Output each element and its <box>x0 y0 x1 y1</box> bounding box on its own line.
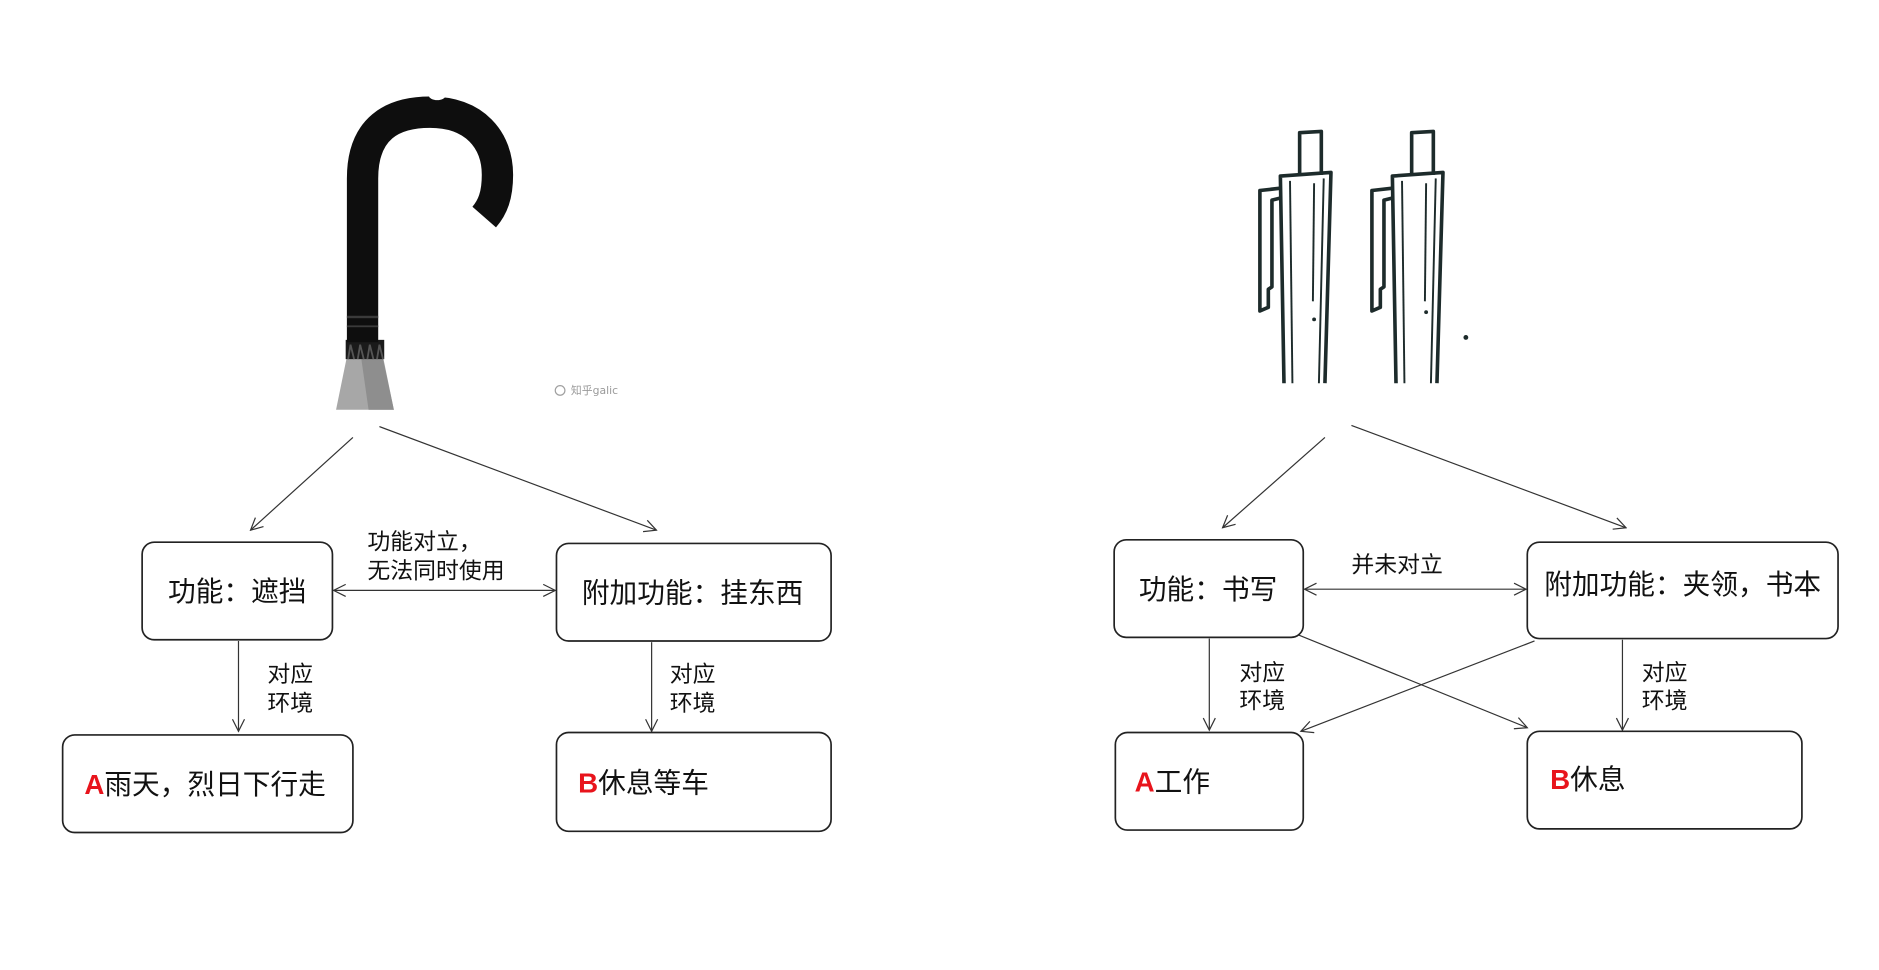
env-label-right-b-line-2: 环境 <box>1642 688 1688 714</box>
umbrella-canopy-shade <box>361 359 394 410</box>
pen-2-clip <box>1370 186 1395 313</box>
pen-2-cap <box>1409 129 1436 175</box>
relation-label-right: 并未对立 <box>1351 552 1443 578</box>
pen-2-inner-right <box>1429 178 1437 384</box>
left-diagram: 知乎galic 功能对立， 无法同时使用 对应 环境 对应 环境 功能：遮挡 附… <box>61 90 832 834</box>
pen-1-cap <box>1297 129 1324 175</box>
env-box-right-a-desc: 工作 <box>1155 766 1210 799</box>
env-label-left-b-line-2: 环境 <box>670 691 716 717</box>
function-box-right-text: 功能：书写 <box>1139 573 1277 606</box>
env-box-right-b-frame <box>1526 730 1803 830</box>
env-label-right-b-line-1: 对应 <box>1642 661 1688 687</box>
umbrella-rib-tips <box>347 344 384 360</box>
umbrella-hook-notch <box>428 90 446 101</box>
env-label-right-a-line-1: 对应 <box>1239 661 1285 687</box>
pen-1-inner-right <box>1317 178 1325 384</box>
relation-label-line-1: 功能对立， <box>367 529 481 555</box>
umbrella-handle-icon <box>336 90 514 410</box>
extra-function-box-left-frame <box>555 542 832 642</box>
env-label-left-b-line-1: 对应 <box>670 662 716 688</box>
pen-2-inner-left <box>1401 180 1406 384</box>
env-box-left-b: B休息等车 <box>555 731 832 833</box>
env-box-left-a-desc: 雨天，烈日下行走 <box>104 768 326 801</box>
pen-pair-icon <box>1258 129 1469 384</box>
env-label-left-a-line-1: 对应 <box>267 662 313 688</box>
pen-icon-1 <box>1258 129 1333 384</box>
watermark-logo-icon <box>554 385 566 396</box>
env-box-right-a-text: A工作 <box>1135 766 1210 799</box>
arrow-umbrella-to-extra-function <box>379 426 656 531</box>
arrow-pen-to-extra-function <box>1351 424 1626 527</box>
right-diagram: 并未对立 对应 环境 对应 环境 功能：书写 附加功能：夹领，书本 A工作 B休… <box>1113 129 1839 831</box>
env-box-left-b-frame <box>555 731 832 833</box>
function-box-left: 功能：遮挡 <box>141 541 334 641</box>
umbrella-hook <box>346 96 514 343</box>
extra-function-box-left: 附加功能：挂东西 <box>555 542 832 642</box>
env-box-right-b-letter: B <box>1550 764 1570 795</box>
extra-function-box-left-text: 附加功能：挂东西 <box>582 576 804 609</box>
function-box-left-text: 功能：遮挡 <box>168 575 306 608</box>
arrow-extra-to-env-a-cross <box>1301 640 1535 731</box>
env-box-right-b: B休息 <box>1526 730 1803 830</box>
env-box-left-b-letter: B <box>578 768 598 799</box>
umbrella-collar <box>345 339 385 360</box>
extra-function-box-right-text: 附加功能：夹领，书本 <box>1544 568 1821 601</box>
pen-2-body <box>1390 170 1445 384</box>
env-box-left-a-letter: A <box>84 769 104 800</box>
pen-1-inner-left <box>1289 180 1294 384</box>
env-box-left-a-frame <box>61 734 354 834</box>
watermark: 知乎galic <box>554 383 618 397</box>
extra-function-box-right-frame <box>1526 541 1839 640</box>
pen-icon-2 <box>1370 129 1445 384</box>
env-box-right-b-desc: 休息 <box>1570 763 1625 796</box>
relation-label-line-2: 无法同时使用 <box>367 558 504 584</box>
umbrella-shaft-band <box>346 315 379 319</box>
env-label-left-a-line-2: 环境 <box>267 691 313 717</box>
env-label-right-a-line-2: 环境 <box>1239 688 1285 714</box>
pen-2-highlight <box>1423 183 1428 302</box>
pen-1-highlight <box>1311 183 1316 302</box>
env-box-left-b-text: B休息等车 <box>578 767 709 800</box>
function-box-right-frame <box>1113 538 1305 639</box>
arrow-function-to-env-b-cross <box>1298 634 1527 728</box>
env-box-left-a-text: A雨天，烈日下行走 <box>84 768 326 801</box>
env-box-left-b-desc: 休息等车 <box>598 767 709 800</box>
function-box-left-frame <box>141 541 334 641</box>
extra-function-box-right: 附加功能：夹领，书本 <box>1526 541 1839 640</box>
stray-ink-dot <box>1463 335 1469 340</box>
function-box-right: 功能：书写 <box>1113 538 1305 639</box>
pen-1-clip <box>1258 186 1283 313</box>
umbrella-shaft-band-2 <box>346 325 379 328</box>
env-box-right-a-letter: A <box>1135 767 1155 798</box>
env-box-left-a: A雨天，烈日下行走 <box>61 734 354 834</box>
pen-2-dot <box>1424 310 1429 315</box>
env-box-right-b-text: B休息 <box>1550 763 1625 796</box>
pen-1-dot <box>1312 317 1317 322</box>
env-box-right-a: A工作 <box>1114 731 1305 831</box>
arrow-umbrella-to-function <box>251 436 354 530</box>
watermark-text: 知乎galic <box>571 383 618 397</box>
env-box-right-a-frame <box>1114 731 1305 831</box>
pen-1-body <box>1278 170 1333 384</box>
arrow-pen-to-function <box>1223 436 1326 527</box>
